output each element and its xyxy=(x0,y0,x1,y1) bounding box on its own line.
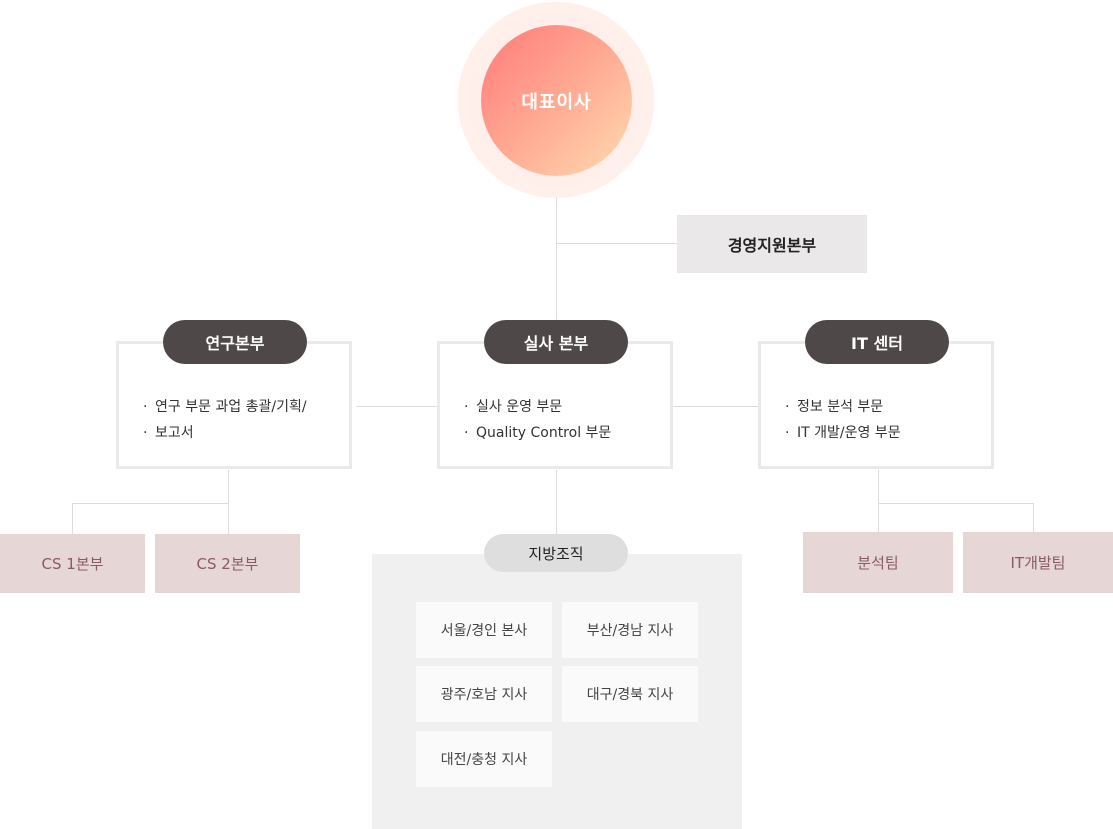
regional-title-text: 지방조직 xyxy=(528,544,584,563)
branch-busan: 부산/경남 지사 xyxy=(562,602,698,658)
connector-cs2 xyxy=(228,503,229,534)
connector-ceo-down xyxy=(556,176,557,341)
ceo-label: 대표이사 xyxy=(521,91,592,113)
research-item: 보고서 xyxy=(143,420,349,446)
team-itdev: IT개발팀 xyxy=(963,532,1113,593)
research-item: 연구 부문 과업 총괄/기획/ xyxy=(143,394,349,420)
research-division-title: 연구본부 xyxy=(163,320,307,364)
support-division-node: 경영지원본부 xyxy=(677,215,867,273)
ceo-node: 대표이사 xyxy=(481,25,632,176)
it-item: IT 개발/운영 부문 xyxy=(785,420,991,446)
branch-daegu: 대구/경북 지사 xyxy=(562,666,698,722)
connector-itdev xyxy=(1033,503,1034,532)
team-cs2-label: CS 2본부 xyxy=(196,555,259,573)
connector-research-branch xyxy=(72,503,229,504)
audit-item: Quality Control 부문 xyxy=(464,420,670,446)
it-item: 정보 분석 부문 xyxy=(785,394,991,420)
branch-gwangju: 광주/호남 지사 xyxy=(416,666,552,722)
it-title-text: IT 센터 xyxy=(851,334,903,353)
team-itdev-label: IT개발팀 xyxy=(1010,554,1066,572)
support-label: 경영지원본부 xyxy=(727,236,817,255)
it-division-title: IT 센터 xyxy=(805,320,949,364)
research-division-list: 연구 부문 과업 총괄/기획/ 보고서 xyxy=(119,344,349,446)
branch-seoul: 서울/경인 본사 xyxy=(416,602,552,658)
connector-analysis xyxy=(878,503,879,532)
branch-label: 대전/충청 지사 xyxy=(440,752,528,768)
connector-audit-down xyxy=(556,470,557,534)
branch-label: 대구/경북 지사 xyxy=(586,687,674,703)
branch-label: 광주/호남 지사 xyxy=(440,687,528,703)
research-title-text: 연구본부 xyxy=(205,334,265,353)
connector-cs1 xyxy=(72,503,73,534)
team-cs1-label: CS 1본부 xyxy=(41,555,104,573)
team-cs2: CS 2본부 xyxy=(155,534,300,593)
audit-division-list: 실사 운영 부문 Quality Control 부문 xyxy=(440,344,670,446)
branch-daejeon: 대전/충청 지사 xyxy=(416,731,552,787)
it-division-list: 정보 분석 부문 IT 개발/운영 부문 xyxy=(761,344,991,446)
connector-it-down xyxy=(878,470,879,503)
connector-it-branch xyxy=(878,503,1034,504)
audit-division-title: 실사 본부 xyxy=(484,320,628,364)
audit-item: 실사 운영 부문 xyxy=(464,394,670,420)
connector-research-down xyxy=(228,470,229,503)
audit-title-text: 실사 본부 xyxy=(523,334,589,353)
team-cs1: CS 1본부 xyxy=(0,534,145,593)
team-analysis: 분석팀 xyxy=(803,532,953,593)
branch-label: 부산/경남 지사 xyxy=(586,623,674,639)
connector-support xyxy=(556,243,677,244)
branch-label: 서울/경인 본사 xyxy=(440,623,528,639)
regional-organization-title: 지방조직 xyxy=(484,534,628,572)
team-analysis-label: 분석팀 xyxy=(857,554,899,572)
